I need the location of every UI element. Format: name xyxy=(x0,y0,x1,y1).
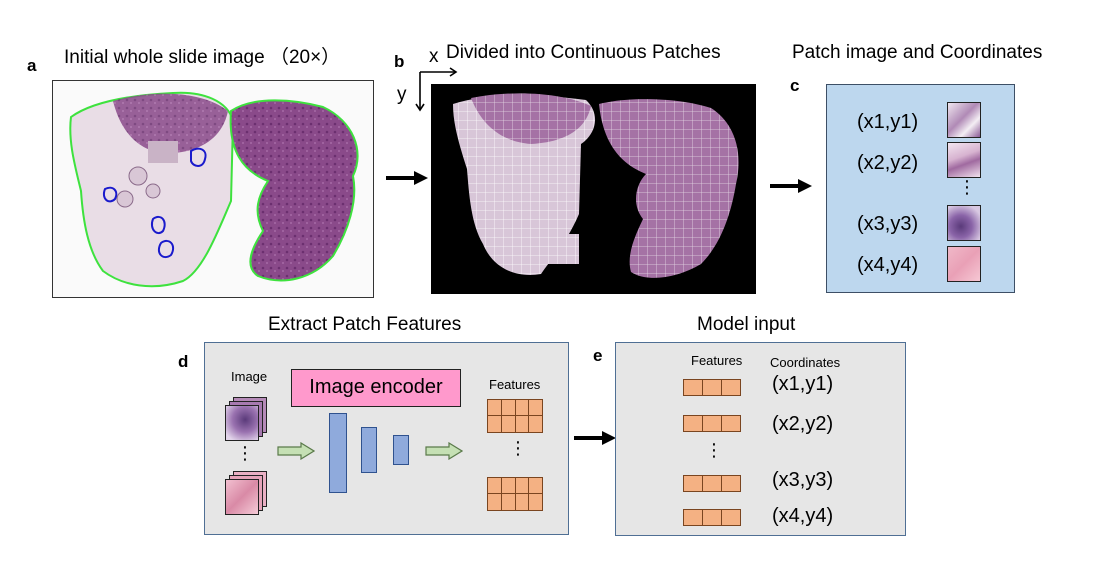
patch-thumb-3 xyxy=(947,205,981,241)
panel-d-title: Extract Patch Features xyxy=(268,314,462,335)
coord-ellipsis: ⋮ xyxy=(958,177,976,197)
patch-thumb-1 xyxy=(947,102,981,138)
features-header: Features xyxy=(691,353,743,368)
axis-x-label: x xyxy=(429,46,439,67)
axis-arrows xyxy=(415,67,458,112)
input-coord-1: (x1,y1) xyxy=(772,373,834,395)
patch-coordinates-panel: (x1,y1) (x2,y2) ⋮ (x3,y3) (x4,y4) xyxy=(826,84,1015,293)
feature-vector-1b xyxy=(487,415,543,433)
panel-c-letter: c xyxy=(790,76,800,95)
feature-vector-1a xyxy=(487,399,543,417)
panel-b-title: Divided into Continuous Patches xyxy=(446,42,721,63)
panel-e-letter: e xyxy=(593,346,603,365)
coord-label-4: (x4,y4) xyxy=(857,254,919,276)
panel-e-title: Model input xyxy=(697,314,796,335)
input-coord-2: (x2,y2) xyxy=(772,413,834,435)
image-encoder-label: Image encoder xyxy=(291,369,461,407)
image-stack-top xyxy=(225,405,259,441)
arrow-a-to-b xyxy=(386,171,428,185)
image-stack-bottom xyxy=(225,479,259,515)
input-feature-3 xyxy=(683,475,741,492)
patch-grid-image xyxy=(431,84,756,294)
panel-c-title: Patch image and Coordinates xyxy=(792,42,1043,63)
patch-grid-art xyxy=(453,93,739,278)
arrow-d-to-e xyxy=(574,431,616,445)
model-input-panel: Features Coordinates (x1,y1) (x2,y2) ⋮ (… xyxy=(615,342,906,536)
coordinates-header: Coordinates xyxy=(770,355,841,370)
panel-a-title: Initial whole slide image （20×） xyxy=(64,47,341,68)
green-arrow-out xyxy=(425,442,463,460)
coord-label-2: (x2,y2) xyxy=(857,152,919,174)
input-ellipsis: ⋮ xyxy=(705,440,723,460)
feature-vector-2a xyxy=(487,477,543,495)
green-arrow-in xyxy=(277,442,315,460)
input-feature-4 xyxy=(683,509,741,526)
encoder-layer-2 xyxy=(361,427,377,473)
features-label: Features xyxy=(489,377,541,392)
patch-thumb-2 xyxy=(947,142,981,178)
encoder-layer-1 xyxy=(329,413,347,493)
panel-b-letter: b xyxy=(394,52,405,71)
panel-a-letter: a xyxy=(27,56,37,75)
patch-thumb-4 xyxy=(947,246,981,282)
input-coord-3: (x3,y3) xyxy=(772,469,834,491)
coord-label-1: (x1,y1) xyxy=(857,111,919,133)
input-feature-2 xyxy=(683,415,741,432)
coord-label-3: (x3,y3) xyxy=(857,213,919,235)
encoder-layer-3 xyxy=(393,435,409,465)
features-ellipsis: ⋮ xyxy=(509,438,527,458)
panel-d-letter: d xyxy=(178,352,189,371)
whole-slide-image xyxy=(52,80,374,298)
whole-slide-image-art xyxy=(69,91,359,288)
input-coord-4: (x4,y4) xyxy=(772,505,834,527)
axis-y-label: y xyxy=(397,84,407,105)
feature-extraction-panel: Image ⋮ Image encoder Features ⋮ xyxy=(204,342,569,535)
arrow-b-to-c xyxy=(770,179,812,193)
image-label: Image xyxy=(231,369,268,384)
input-feature-1 xyxy=(683,379,741,396)
feature-vector-2b xyxy=(487,493,543,511)
image-ellipsis: ⋮ xyxy=(236,443,254,463)
